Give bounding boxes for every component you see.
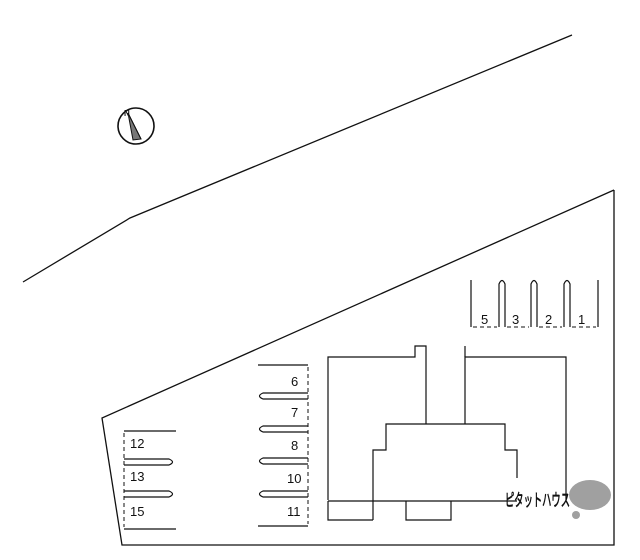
road-boundary-line xyxy=(22,34,573,283)
left-column-labels: 12 13 15 xyxy=(130,436,144,519)
middle-column-labels: 6 7 8 10 11 xyxy=(287,374,301,519)
building-outline xyxy=(327,345,567,521)
brand-logo: ピタットハウス xyxy=(505,480,611,519)
top-row-labels: 5 3 2 1 xyxy=(481,312,585,327)
space-label: 11 xyxy=(287,504,301,519)
left-column-bays xyxy=(124,430,176,530)
space-label: 1 xyxy=(578,312,585,327)
space-label: 6 xyxy=(291,374,298,389)
speech-bubble-tail-icon xyxy=(572,511,580,519)
space-label: 15 xyxy=(130,504,144,519)
compass-north-label: N xyxy=(124,109,130,118)
space-label: 8 xyxy=(291,438,298,453)
north-compass-icon: N xyxy=(117,107,155,145)
space-label: 3 xyxy=(512,312,519,327)
top-row-bays xyxy=(470,279,599,327)
space-label: 7 xyxy=(291,405,298,420)
lot-boundary xyxy=(101,189,615,546)
space-label: 12 xyxy=(130,436,144,451)
space-label: 10 xyxy=(287,471,301,486)
middle-column-bays xyxy=(258,364,308,527)
speech-bubble-icon xyxy=(569,480,611,510)
space-label: 2 xyxy=(545,312,552,327)
brand-name: ピタットハウス xyxy=(505,491,570,510)
space-label: 5 xyxy=(481,312,488,327)
space-label: 13 xyxy=(130,469,144,484)
